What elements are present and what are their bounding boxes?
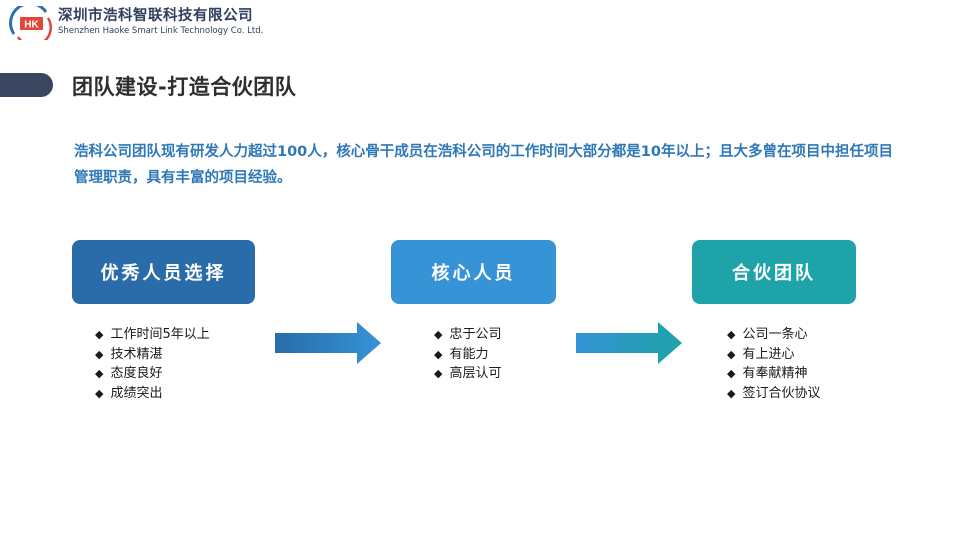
diamond-bullet-icon: ◆ bbox=[434, 367, 443, 380]
diamond-bullet-icon: ◆ bbox=[95, 328, 104, 341]
list-item: ◆高层认可 bbox=[434, 364, 501, 384]
logo-mark-icon: HK bbox=[9, 6, 52, 40]
list-item: ◆有能力 bbox=[434, 345, 501, 365]
title-accent-bar bbox=[0, 73, 53, 97]
company-name-en: Shenzhen Haoke Smart Link Technology Co.… bbox=[58, 26, 264, 37]
list-item: ◆签订合伙协议 bbox=[727, 384, 820, 404]
diamond-bullet-icon: ◆ bbox=[434, 347, 443, 361]
stage-3-criteria-list: ◆公司一条心 ◆有上进心 ◆有奉献精神 ◆签订合伙协议 bbox=[727, 325, 820, 403]
list-item: ◆技术精湛 bbox=[95, 345, 210, 365]
list-item: ◆公司一条心 bbox=[727, 325, 820, 345]
stage-1-criteria-list: ◆工作时间5年以上 ◆技术精湛 ◆态度良好 ◆成绩突出 bbox=[95, 325, 210, 403]
diamond-bullet-icon: ◆ bbox=[727, 367, 736, 380]
intro-paragraph: 浩科公司团队现有研发人力超过100人，核心骨干成员在浩科公司的工作时间大部分都是… bbox=[74, 144, 893, 186]
company-name-cn: 深圳市浩科智联科技有限公司 bbox=[58, 8, 253, 25]
stage-box-core-members: 核心人员 bbox=[391, 240, 556, 304]
list-item: ◆工作时间5年以上 bbox=[95, 325, 210, 345]
list-item: ◆态度良好 bbox=[95, 364, 210, 384]
diamond-bullet-icon: ◆ bbox=[95, 347, 104, 361]
company-logo: HK 深圳市浩科智联科技有限公司 Shenzhen Haoke Smart Li… bbox=[8, 6, 263, 40]
list-item: ◆有奉献精神 bbox=[727, 364, 820, 384]
stage-2-criteria-list: ◆忠于公司 ◆有能力 ◆高层认可 bbox=[434, 325, 501, 384]
diamond-bullet-icon: ◆ bbox=[434, 328, 443, 341]
right-arrow-icon bbox=[576, 322, 682, 364]
diamond-bullet-icon: ◆ bbox=[95, 386, 104, 400]
diamond-bullet-icon: ◆ bbox=[95, 367, 104, 380]
diamond-bullet-icon: ◆ bbox=[727, 386, 736, 400]
list-item: ◆忠于公司 bbox=[434, 325, 501, 345]
stage-box-excellent-selection: 优秀人员选择 bbox=[72, 240, 255, 304]
diamond-bullet-icon: ◆ bbox=[727, 347, 736, 361]
list-item: ◆成绩突出 bbox=[95, 384, 210, 404]
page-title: 团队建设-打造合伙团队 bbox=[72, 75, 297, 99]
diamond-bullet-icon: ◆ bbox=[727, 328, 736, 341]
svg-text:HK: HK bbox=[24, 20, 39, 31]
stage-box-partner-team: 合伙团队 bbox=[692, 240, 856, 304]
right-arrow-icon bbox=[275, 322, 381, 364]
list-item: ◆有上进心 bbox=[727, 345, 820, 365]
